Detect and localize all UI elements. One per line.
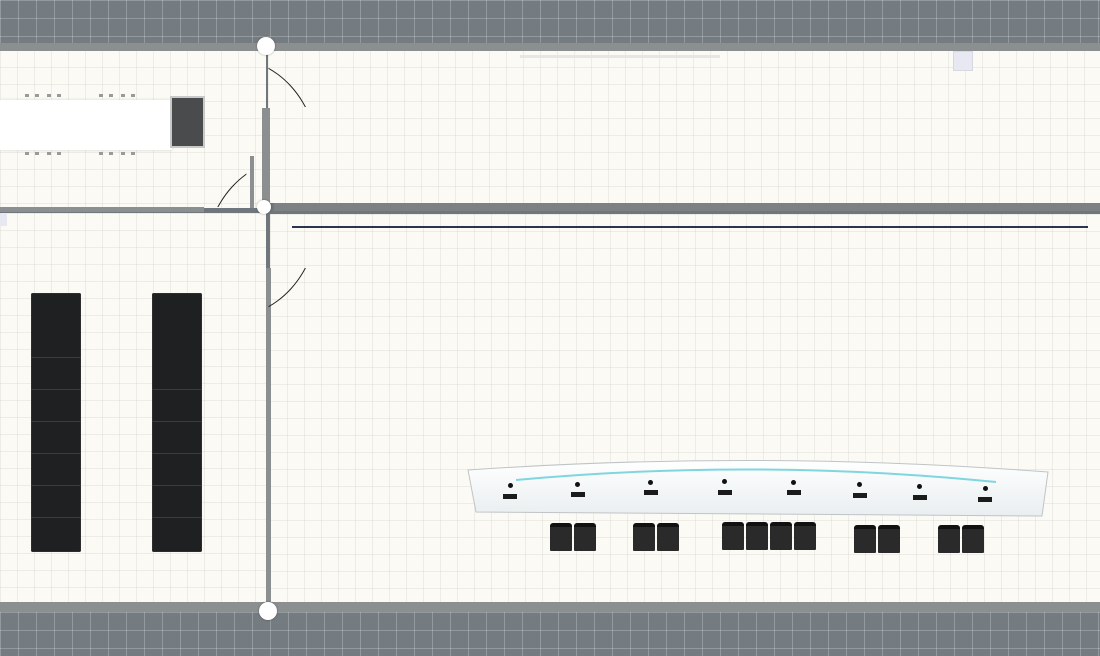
wall-node-handle-icon[interactable]: [257, 200, 271, 214]
seat[interactable]: [633, 523, 655, 551]
lecture-hall[interactable]: [270, 214, 1100, 602]
mic-icon[interactable]: [791, 480, 796, 485]
wall-node-handle-icon[interactable]: [257, 37, 275, 55]
mic-icon[interactable]: [983, 486, 988, 491]
chair[interactable]: [46, 150, 62, 157]
bench[interactable]: [31, 293, 81, 552]
seat[interactable]: [746, 522, 768, 550]
chair[interactable]: [46, 92, 62, 99]
mic-icon[interactable]: [508, 483, 513, 488]
top-exterior-wall[interactable]: [0, 43, 1100, 51]
mic-icon[interactable]: [648, 480, 653, 485]
mic-stand: [503, 494, 517, 499]
corridor-south-wall[interactable]: [274, 203, 1100, 211]
mic-stand: [718, 490, 732, 495]
mic-stand: [644, 490, 658, 495]
seat[interactable]: [878, 525, 900, 553]
seat[interactable]: [938, 525, 960, 553]
corridor[interactable]: [268, 50, 1100, 203]
mic-stand: [571, 492, 585, 497]
conference-table[interactable]: [0, 100, 172, 150]
seat[interactable]: [770, 522, 792, 550]
bottom-exterior-wall[interactable]: [0, 602, 1100, 612]
chair[interactable]: [98, 92, 114, 99]
mic-icon[interactable]: [917, 484, 922, 489]
mic-icon[interactable]: [857, 482, 862, 487]
exterior-bottom: [0, 612, 1100, 656]
bench[interactable]: [152, 293, 202, 552]
ceiling-fixture[interactable]: [953, 51, 973, 71]
chair[interactable]: [120, 150, 136, 157]
stage-shape: [467, 459, 1049, 517]
meeting-room-south-wall[interactable]: [0, 207, 204, 212]
corridor-strip: [520, 55, 720, 58]
chair[interactable]: [24, 150, 40, 157]
seat[interactable]: [657, 523, 679, 551]
chair[interactable]: [98, 150, 114, 157]
mic-stand: [853, 493, 867, 498]
meeting-room-east-wall[interactable]: [262, 108, 270, 208]
corridor-left-marker: [0, 214, 7, 226]
stage-platform[interactable]: [466, 458, 1050, 518]
mic-stand: [978, 497, 992, 502]
seat[interactable]: [962, 525, 984, 553]
chair[interactable]: [24, 92, 40, 99]
mic-stand: [787, 490, 801, 495]
stub-wall[interactable]: [250, 156, 254, 208]
wall-node-handle-icon[interactable]: [259, 602, 277, 620]
chair[interactable]: [120, 92, 136, 99]
seat[interactable]: [550, 523, 572, 551]
mic-icon[interactable]: [722, 479, 727, 484]
hall-projector-line[interactable]: [292, 226, 1088, 228]
seat[interactable]: [794, 522, 816, 550]
wall-screen[interactable]: [170, 96, 205, 148]
seat[interactable]: [722, 522, 744, 550]
exterior-top: [0, 0, 1100, 45]
mic-stand: [913, 495, 927, 500]
seat[interactable]: [574, 523, 596, 551]
hall-west-wall[interactable]: [266, 268, 271, 604]
seat[interactable]: [854, 525, 876, 553]
mic-icon[interactable]: [575, 482, 580, 487]
